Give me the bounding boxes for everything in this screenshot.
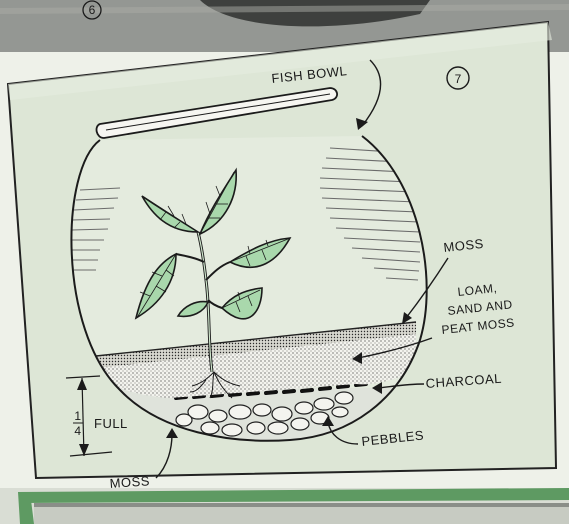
label-full-text: FULL — [94, 416, 128, 431]
label-fraction-numerator: 1 — [74, 409, 81, 423]
figure-number-text: 7 — [455, 72, 462, 86]
previous-figure-number: 6 — [89, 3, 96, 17]
label-fraction-denominator: 4 — [74, 424, 81, 438]
label-moss-bottom-text: MOSS — [109, 473, 150, 491]
next-figure-strip — [0, 488, 569, 524]
